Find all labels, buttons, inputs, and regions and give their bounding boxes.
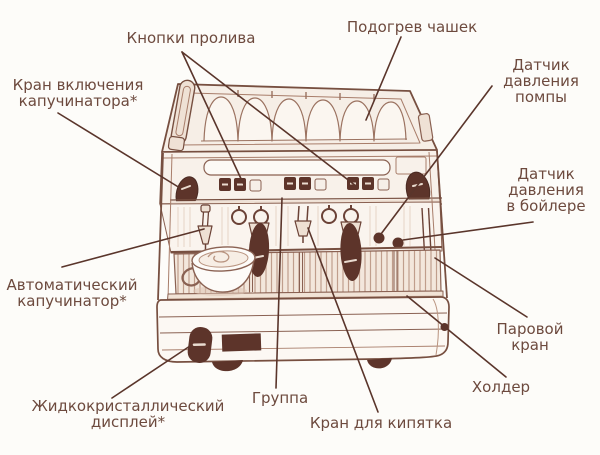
label-line: кран xyxy=(511,336,549,354)
pointer-cup-warming xyxy=(365,36,402,121)
right-bracket xyxy=(417,113,434,142)
brew-buttons-center xyxy=(284,177,327,191)
label-steam-valve: Паровой кран xyxy=(489,321,571,353)
brew-buttons-left xyxy=(219,178,262,192)
pointer-holder xyxy=(406,295,507,378)
boiler-pressure-gauge xyxy=(392,237,404,249)
label-cup-warming: Подогрев чашек xyxy=(346,18,478,36)
label-line: Кран включения xyxy=(12,76,144,94)
portafilter-right xyxy=(340,223,362,281)
pointer-brew-buttons-right xyxy=(181,51,357,187)
steam-valve-knob xyxy=(405,171,431,209)
pointer-lcd xyxy=(111,345,191,399)
label-line: Автоматический xyxy=(6,276,138,294)
lower-body xyxy=(156,296,450,372)
label-line: Датчик xyxy=(517,165,575,183)
pump-pressure-gauge xyxy=(373,232,385,244)
label-brew-buttons: Кнопки пролива xyxy=(126,29,256,47)
label-hot-water-valve: Кран для кипятка xyxy=(309,414,453,432)
front-panel xyxy=(159,149,443,210)
pointer-boiler-pressure xyxy=(402,221,534,241)
hot-water-spout xyxy=(294,205,312,243)
machine-foot-left xyxy=(212,360,243,372)
label-line: давления xyxy=(503,72,579,90)
label-lcd-display: Жидкокристаллический дисплей* xyxy=(26,398,230,430)
label-auto-cappuccinatore: Автоматический капучинатор* xyxy=(0,277,144,309)
left-rail xyxy=(167,79,196,152)
label-line: помпы xyxy=(515,88,567,106)
label-line: давления xyxy=(508,181,584,199)
cappuccino-cup xyxy=(181,246,256,296)
label-line: Датчик xyxy=(512,56,570,74)
label-pump-pressure-sensor: Датчик давления помпы xyxy=(494,57,588,105)
power-switch xyxy=(187,326,213,364)
label-holder: Холдер xyxy=(471,378,531,396)
label-boiler-pressure-sensor: Датчик давления в бойлере xyxy=(499,166,593,214)
cup-warmer-tray xyxy=(161,79,438,153)
label-line: в бойлере xyxy=(506,197,586,215)
pointer-pump-pressure xyxy=(380,85,493,235)
label-line: дисплей* xyxy=(90,413,166,431)
pointer-steam-valve xyxy=(434,257,528,318)
lcd-display xyxy=(221,333,262,352)
pointer-group xyxy=(275,197,283,389)
label-line: Жидкокристаллический xyxy=(31,397,225,415)
label-group: Группа xyxy=(251,389,309,407)
machine-foot-right xyxy=(367,358,392,369)
pointer-brew-buttons-left xyxy=(181,51,244,184)
label-cappuccinatore-valve: Кран включения капучинатора* xyxy=(1,77,155,109)
pointer-capp-valve xyxy=(57,112,181,189)
label-line: Паровой xyxy=(496,320,564,338)
pointer-hot-water xyxy=(307,227,379,413)
auto-cappuccinatore-wand xyxy=(197,204,213,251)
display-strip xyxy=(203,159,391,176)
label-line: капучинатор* xyxy=(17,292,127,310)
pointer-auto-capp xyxy=(61,228,205,268)
label-line: капучинатора* xyxy=(18,92,138,110)
